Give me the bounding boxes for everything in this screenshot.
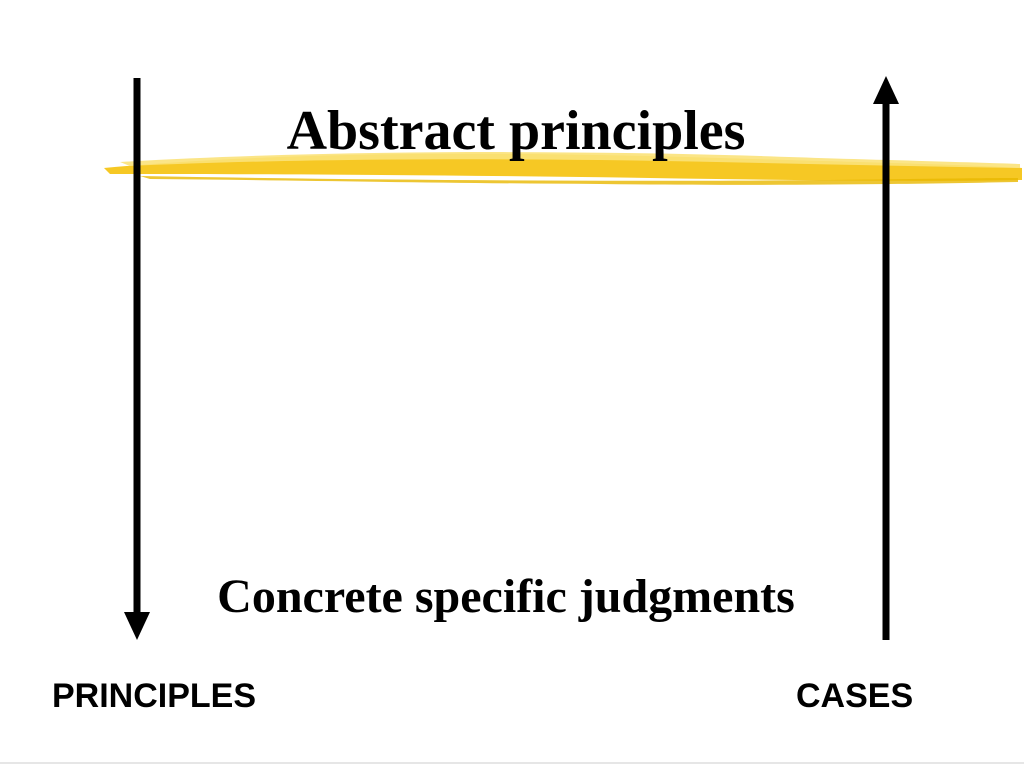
footer-divider xyxy=(0,762,1024,764)
bottom-caption: Concrete specific judgments xyxy=(217,570,795,623)
principles-label: PRINCIPLES xyxy=(52,677,257,715)
arrow-up-right xyxy=(873,76,899,640)
highlight-stroke-light xyxy=(120,152,1020,168)
slide-title: Abstract principles xyxy=(286,100,746,162)
highlight-stroke xyxy=(104,152,1022,185)
arrow-down-head xyxy=(124,612,150,640)
arrow-down-left xyxy=(124,78,150,640)
highlight-stroke-lower xyxy=(140,176,1018,185)
arrow-up-head xyxy=(873,76,899,104)
cases-label: CASES xyxy=(796,677,914,715)
